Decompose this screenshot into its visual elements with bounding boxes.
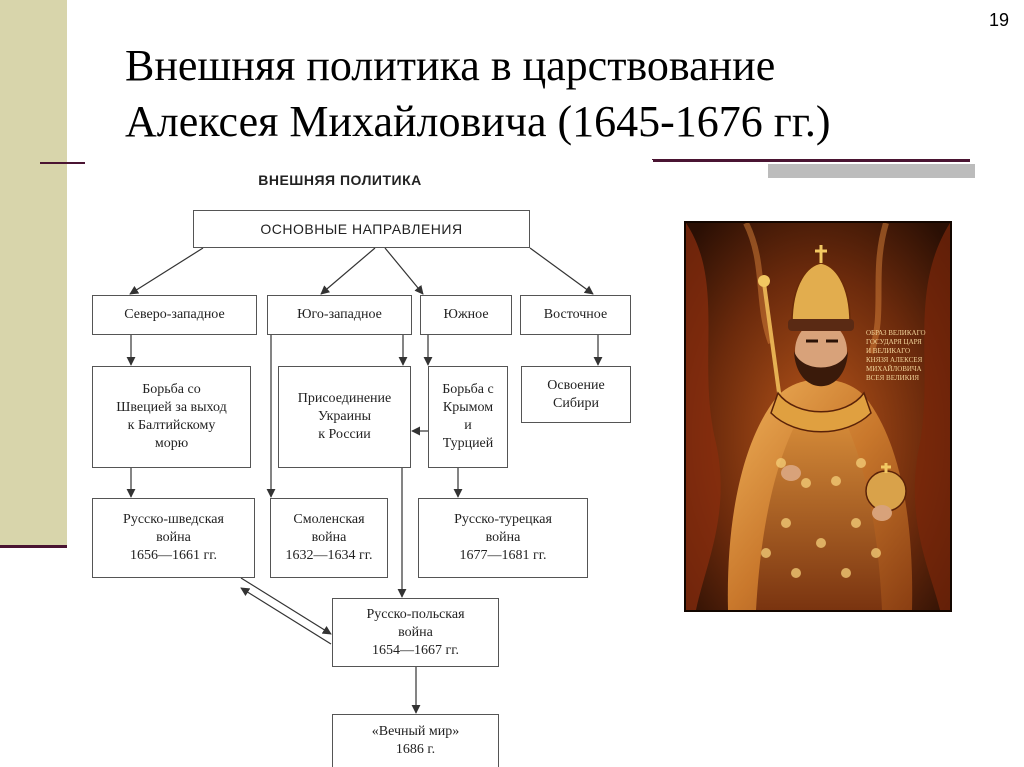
direction-southwest: Юго-западное bbox=[267, 295, 412, 335]
svg-text:И ВЕЛИКАГО: И ВЕЛИКАГО bbox=[866, 347, 910, 355]
eternal-peace-line: 1686 г. bbox=[396, 741, 435, 759]
goal-siberia: Освоение Сибири bbox=[521, 366, 631, 423]
goal-ukraine-line: к России bbox=[318, 426, 371, 444]
svg-text:ВСЕЯ ВЕЛИКИЯ: ВСЕЯ ВЕЛИКИЯ bbox=[866, 374, 919, 382]
eternal-peace: «Вечный мир» 1686 г. bbox=[332, 714, 499, 767]
war-turkish: Русско-турецкая война 1677—1681 гг. bbox=[418, 498, 588, 578]
arrow-root-to-south bbox=[385, 248, 423, 294]
title-rule-left bbox=[40, 162, 90, 164]
tsar-portrait: ОБРАЗ ВЕЛИКАГО ГОСУДАРЯ ЦАРЯ И ВЕЛИКАГО … bbox=[684, 221, 952, 612]
goal-baltic-line: Борьба со bbox=[142, 381, 200, 399]
goal-crimea-line: и bbox=[464, 417, 472, 435]
tsar-portrait-image: ОБРАЗ ВЕЛИКАГО ГОСУДАРЯ ЦАРЯ И ВЕЛИКАГО … bbox=[686, 223, 950, 610]
goal-baltic-line: к Балтийскому bbox=[128, 417, 216, 435]
slide-title-line-2: Алексея Михайловича (1645-1676 гг.) bbox=[125, 94, 985, 150]
goal-crimea-line: Турцией bbox=[443, 435, 494, 453]
goal-baltic-line: морю bbox=[155, 435, 188, 453]
war-turkish-line: Русско-турецкая bbox=[454, 511, 552, 529]
svg-text:МИХАЙЛОВИЧА: МИХАЙЛОВИЧА bbox=[866, 365, 922, 373]
goal-ukraine: Присоединение Украины к России bbox=[278, 366, 411, 468]
foreign-policy-diagram: ВНЕШНЯЯ ПОЛИТИКА ОСНОВНЫЕ НАПРАВЛЕНИЯ Се… bbox=[85, 160, 653, 767]
goal-siberia-line: Сибири bbox=[553, 395, 599, 413]
slide-title: Внешняя политика в царствование Алексея … bbox=[125, 38, 985, 150]
slide-number: 19 bbox=[989, 10, 1009, 31]
goal-baltic-line: Швецией за выход bbox=[116, 399, 227, 417]
direction-south-label: Южное bbox=[443, 306, 488, 324]
diagram-heading: ВНЕШНЯЯ ПОЛИТИКА bbox=[215, 172, 465, 188]
war-polish-line: 1654—1667 гг. bbox=[372, 642, 459, 660]
goal-crimea-line: Борьба с bbox=[442, 381, 493, 399]
direction-southwest-label: Юго-западное bbox=[297, 306, 382, 324]
arrow-root-to-east bbox=[530, 248, 593, 294]
svg-text:КНЯЗЯ АЛЕКСЕЯ: КНЯЗЯ АЛЕКСЕЯ bbox=[866, 356, 923, 364]
direction-east: Восточное bbox=[520, 295, 631, 335]
war-swedish-line: 1656—1661 гг. bbox=[130, 547, 217, 565]
direction-south: Южное bbox=[420, 295, 512, 335]
arrow-root-to-southwest bbox=[321, 248, 375, 294]
war-polish: Русско-польская война 1654—1667 гг. bbox=[332, 598, 499, 667]
direction-east-label: Восточное bbox=[544, 306, 607, 324]
root-box: ОСНОВНЫЕ НАПРАВЛЕНИЯ bbox=[193, 210, 530, 248]
goal-baltic: Борьба со Швецией за выход к Балтийскому… bbox=[92, 366, 251, 468]
svg-text:ОБРАЗ ВЕЛИКАГО: ОБРАЗ ВЕЛИКАГО bbox=[866, 329, 926, 337]
arrow-root-to-northwest bbox=[130, 248, 203, 294]
left-accent-bar-underline bbox=[0, 545, 67, 548]
goal-crimea-line: Крымом bbox=[443, 399, 493, 417]
war-polish-line: война bbox=[398, 624, 433, 642]
direction-northwest: Северо-западное bbox=[92, 295, 257, 335]
war-smolensk-line: 1632—1634 гг. bbox=[286, 547, 373, 565]
root-label: ОСНОВНЫЕ НАПРАВЛЕНИЯ bbox=[260, 220, 462, 238]
war-swedish-line: Русско-шведская bbox=[123, 511, 224, 529]
war-smolensk: Смоленская война 1632—1634 гг. bbox=[270, 498, 388, 578]
arrow-polish-to-swedish bbox=[241, 588, 331, 644]
war-turkish-line: 1677—1681 гг. bbox=[460, 547, 547, 565]
title-rule-shade bbox=[768, 164, 975, 178]
war-polish-line: Русско-польская bbox=[366, 606, 464, 624]
goal-crimea: Борьба с Крымом и Турцией bbox=[428, 366, 508, 468]
war-turkish-line: война bbox=[486, 529, 521, 547]
goal-siberia-line: Освоение bbox=[547, 377, 604, 395]
war-swedish: Русско-шведская война 1656—1661 гг. bbox=[92, 498, 255, 578]
left-accent-bar bbox=[0, 0, 67, 546]
slide-title-line-1: Внешняя политика в царствование bbox=[125, 38, 985, 94]
title-rule-right bbox=[652, 159, 970, 162]
arrow-swedish-to-polish bbox=[241, 578, 331, 634]
eternal-peace-line: «Вечный мир» bbox=[372, 723, 460, 741]
goal-ukraine-line: Присоединение bbox=[298, 390, 392, 408]
war-smolensk-line: война bbox=[312, 529, 347, 547]
svg-text:ГОСУДАРЯ ЦАРЯ: ГОСУДАРЯ ЦАРЯ bbox=[866, 338, 922, 346]
war-smolensk-line: Смоленская bbox=[293, 511, 364, 529]
war-swedish-line: война bbox=[156, 529, 191, 547]
direction-northwest-label: Северо-западное bbox=[124, 306, 224, 324]
goal-ukraine-line: Украины bbox=[318, 408, 371, 426]
